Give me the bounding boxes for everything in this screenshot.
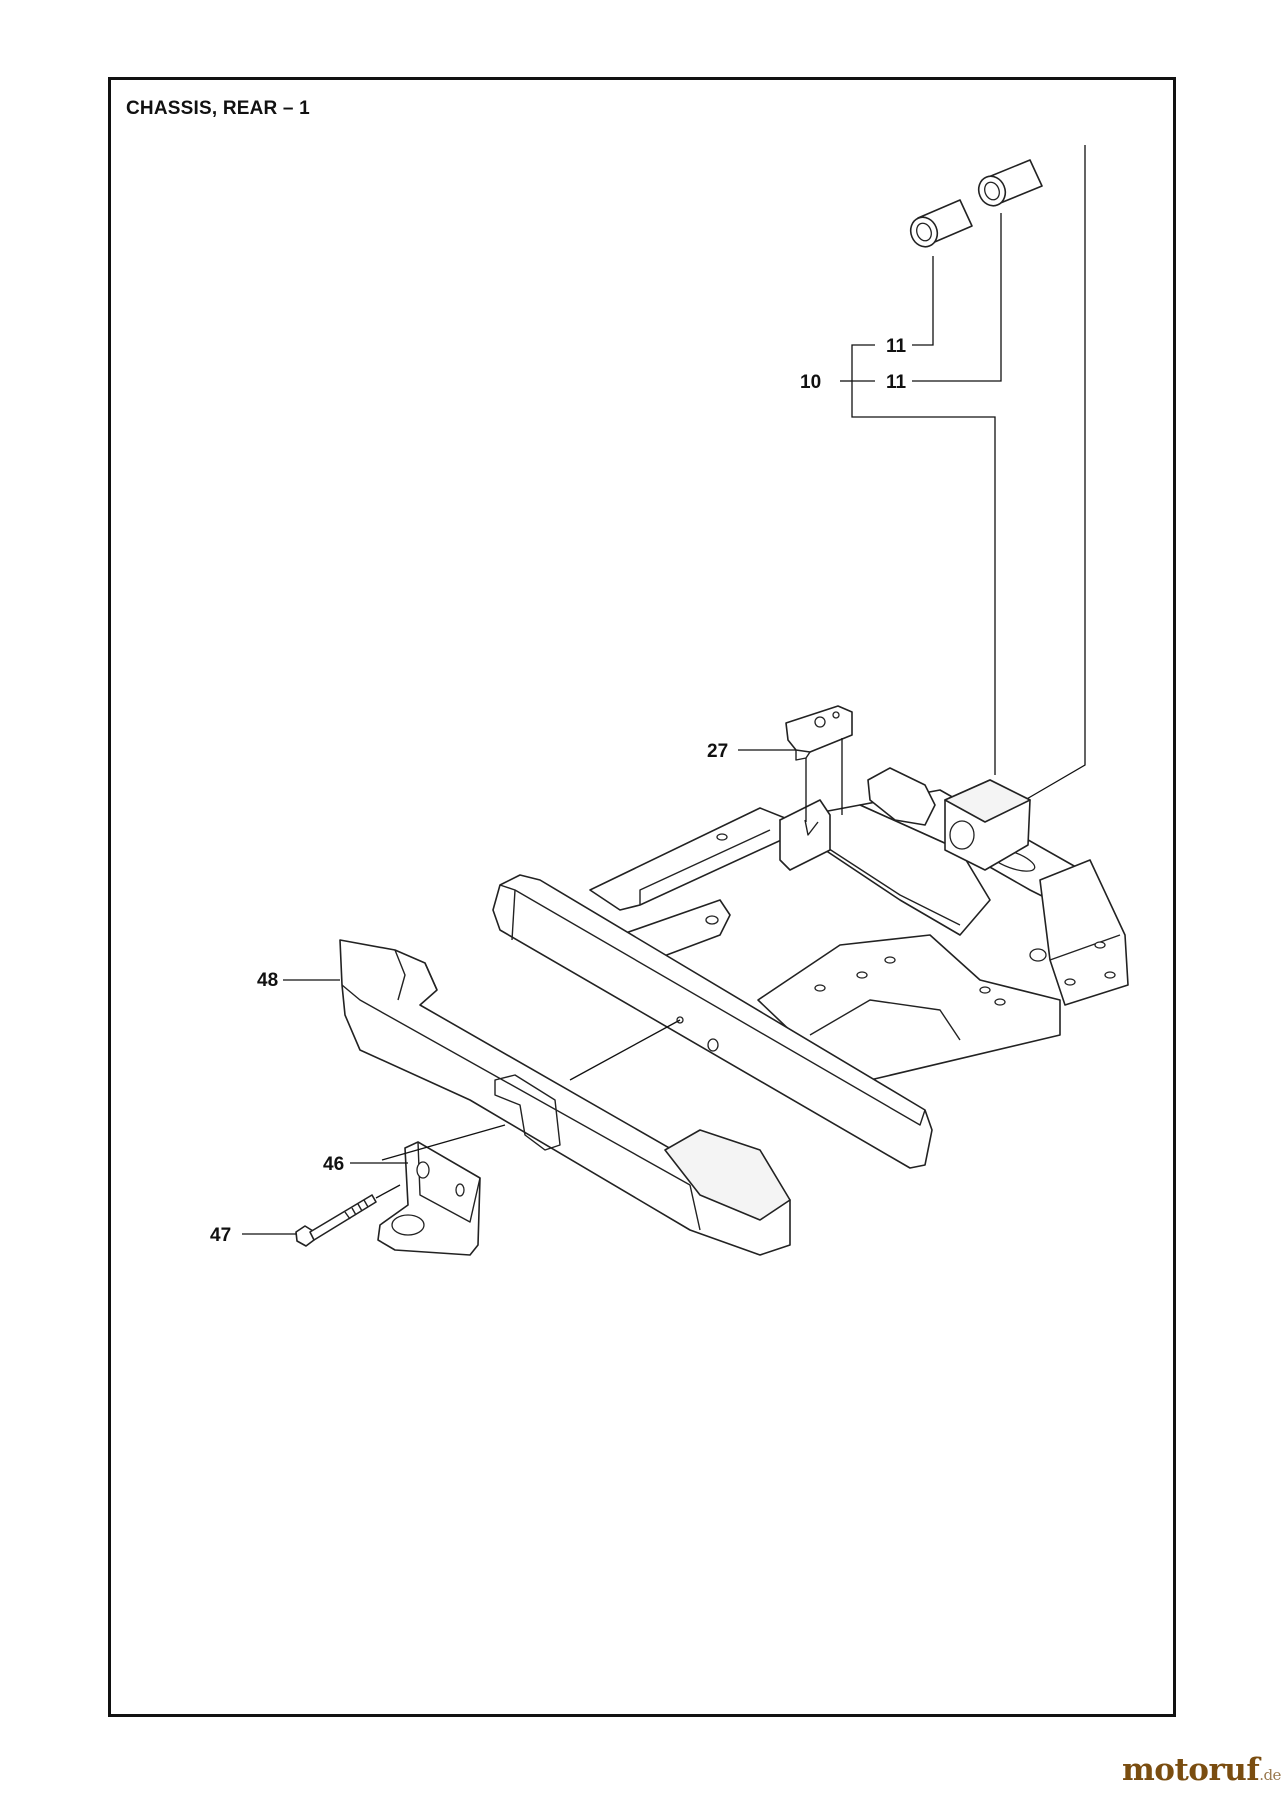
diagram-title: CHASSIS, REAR – 1 xyxy=(126,98,310,119)
part-48-weight xyxy=(339,939,791,1256)
site-watermark: motoruf.de xyxy=(1122,1752,1281,1788)
watermark-tld: .de xyxy=(1259,1766,1281,1784)
part-47-bolt xyxy=(295,1184,401,1247)
callout-11-upper: 11 xyxy=(886,336,907,357)
chassis-frame xyxy=(589,767,1129,1081)
callout-48: 48 xyxy=(257,970,278,991)
part-46-hitch-bracket xyxy=(377,1124,506,1256)
callout-46: 46 xyxy=(323,1154,344,1175)
rear-bumper-plate xyxy=(492,874,933,1169)
callout-leaders xyxy=(242,979,408,1235)
callout-10: 10 xyxy=(800,372,821,393)
callout-11-lower: 11 xyxy=(886,372,907,393)
part-27-bracket xyxy=(738,705,853,822)
part-11-bushing-left xyxy=(909,199,973,248)
callout-27: 27 xyxy=(707,741,728,762)
diagram-frame xyxy=(108,77,1176,1717)
part-11-bushing-right xyxy=(977,159,1043,207)
leader-lines-10-11 xyxy=(840,145,1086,801)
watermark-name: motoruf xyxy=(1122,1752,1260,1788)
callout-47: 47 xyxy=(210,1225,231,1246)
